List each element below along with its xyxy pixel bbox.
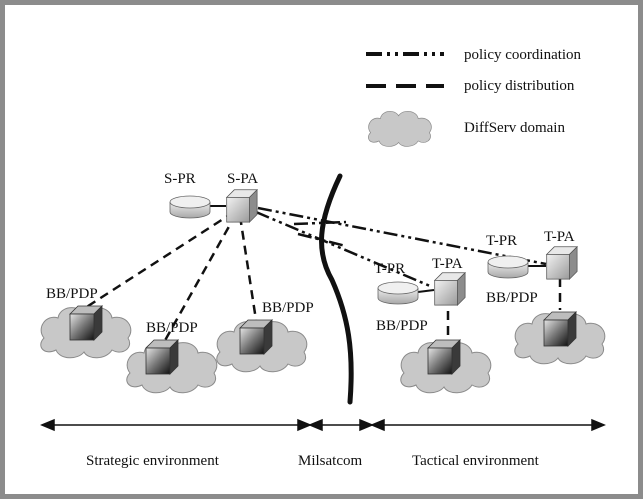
s-pa-cube-icon: [226, 189, 258, 223]
bb-pdp-cube-icon-5: [543, 311, 577, 347]
policy-coordination-lines: [255, 206, 547, 288]
s-pr-label: S-PR: [164, 171, 196, 187]
router-links: [210, 205, 546, 293]
bb-pdp-label-5: BB/PDP: [486, 290, 538, 306]
milsatcom-link-curve: [319, 173, 354, 405]
bb-pdp-label-1: BB/PDP: [46, 286, 98, 302]
t-pr-label-1: T-PR: [374, 261, 405, 277]
s-pr-router-icon: [169, 195, 211, 219]
bb-pdp-label-4: BB/PDP: [376, 318, 428, 334]
bb-pdp-label-2: BB/PDP: [146, 320, 198, 336]
t-pa-label-2: T-PA: [544, 229, 575, 245]
bb-pdp-cube-icon-1: [69, 305, 103, 341]
legend: policy coordination policy distribution …: [366, 47, 582, 147]
bb-pdp-cube-icon-4: [427, 339, 461, 375]
legend-distribution-label: policy distribution: [464, 78, 575, 94]
bb-pdp-cube-icon-2: [145, 339, 179, 375]
tactical-environment-label: Tactical environment: [412, 453, 540, 469]
t-pr-router-icon-2: [487, 255, 529, 279]
t-pa-cube-icon-1: [434, 272, 466, 306]
legend-domain-label: DiffServ domain: [464, 120, 565, 136]
t-pa-label-1: T-PA: [432, 256, 463, 272]
bb-pdp-cube-icon-3: [239, 319, 273, 355]
bb-pdp-label-3: BB/PDP: [262, 300, 314, 316]
t-pa-cube-icon-2: [546, 246, 578, 280]
t-pr-label-2: T-PR: [486, 233, 517, 249]
environment-arrows: [40, 418, 606, 432]
s-pa-label: S-PA: [227, 171, 258, 187]
legend-coordination-label: policy coordination: [464, 47, 582, 63]
t-pr-router-icon-1: [377, 281, 419, 305]
milsatcom-label: Milsatcom: [298, 453, 362, 469]
strategic-environment-label: Strategic environment: [86, 453, 220, 469]
